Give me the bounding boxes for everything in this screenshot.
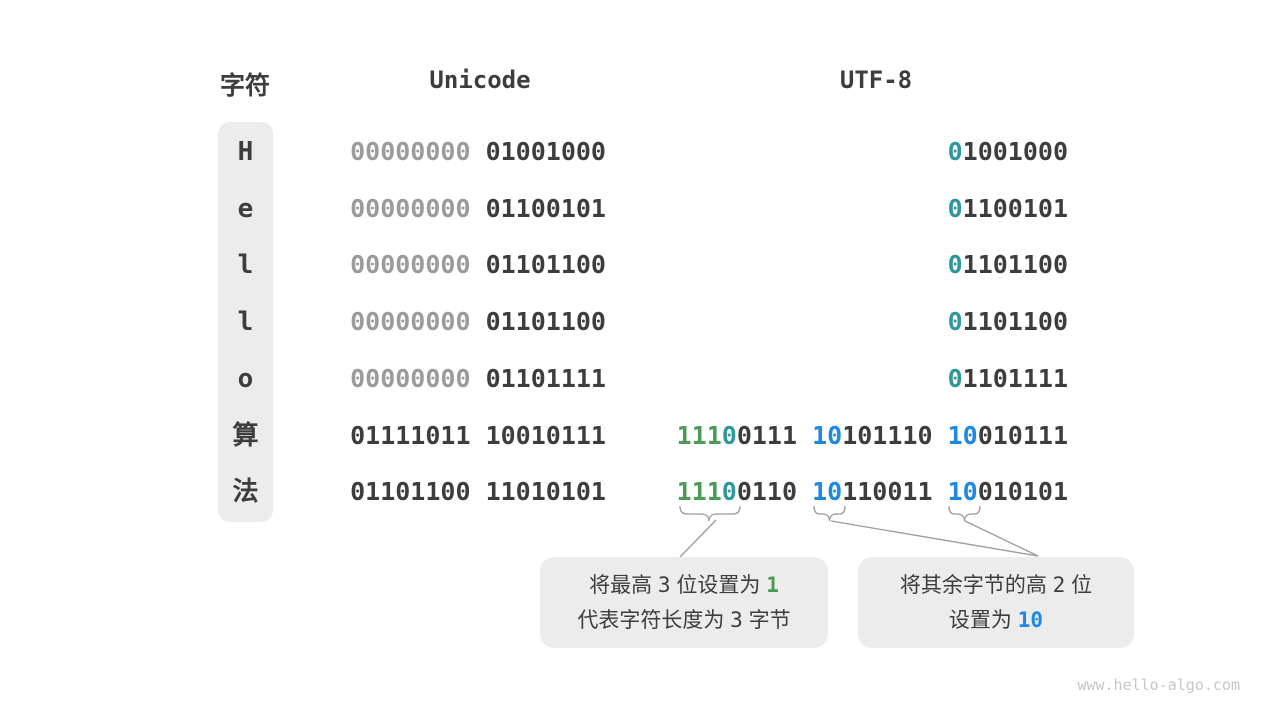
- character-label: e: [237, 193, 254, 224]
- bits: 010101: [977, 477, 1068, 507]
- column-header-character: 字符: [219, 72, 271, 100]
- bits: 1001000: [962, 137, 1068, 166]
- highlighted-bits: 111: [676, 420, 722, 450]
- character-column-background: [218, 122, 273, 522]
- character-label: H: [237, 137, 254, 167]
- bits: 设置为: [948, 608, 1018, 632]
- unicode-bytes: 00000000 01100101: [340, 193, 606, 225]
- bits: 01101100: [485, 250, 606, 280]
- connector-line-continuation-2: [964, 520, 1039, 557]
- utf8-bytes: 01101111: [640, 363, 1068, 395]
- character-label: 算: [232, 420, 259, 451]
- character-label: o: [237, 363, 254, 394]
- bits: 01101111: [485, 363, 606, 393]
- bits: 00000000: [350, 363, 471, 393]
- highlighted-bits: 0: [947, 363, 963, 393]
- bits: 1101100: [962, 307, 1068, 337]
- utf8-bytes: 01101100: [640, 249, 1068, 281]
- bits: 01001000: [485, 137, 606, 166]
- highlighted-bits: 0: [721, 477, 737, 507]
- highlighted-bits: 10: [947, 477, 978, 507]
- bits: 3: [657, 572, 671, 597]
- highlighted-bits: 111: [676, 477, 722, 507]
- column-header-unicode: Unicode: [429, 66, 531, 94]
- highlighted-bits: 0: [947, 250, 963, 280]
- utf8-bytes: 01001000: [640, 136, 1068, 168]
- highlighted-bits: 10: [812, 420, 843, 450]
- utf8-bytes: 11100110 10110011 10010101: [640, 476, 1068, 508]
- bits: 位: [1065, 573, 1093, 597]
- unicode-bytes: 01101100 11010101: [340, 476, 606, 508]
- highlighted-bits: 10: [812, 477, 843, 507]
- unicode-bytes: 00000000 01101100: [340, 249, 606, 281]
- bits: 00000000: [350, 193, 471, 223]
- underbrace-continuation-1: [813, 505, 846, 522]
- bits: 010111: [977, 420, 1068, 450]
- bits: 1101100: [962, 250, 1068, 280]
- bits: 00000000: [350, 250, 471, 280]
- callout-text-line: 将最高 3 位设置为 1: [589, 568, 779, 603]
- bits: 3: [730, 607, 743, 632]
- bits: 101110: [842, 420, 933, 450]
- utf8-bytes: 01100101: [640, 193, 1068, 225]
- bits: 10010111: [485, 420, 606, 450]
- callout-text-line: 设置为 10: [949, 603, 1043, 638]
- bits: 00000000: [350, 137, 471, 166]
- highlighted-bits: 0: [947, 307, 963, 337]
- highlighted-bits: 0: [947, 137, 963, 166]
- character-label: l: [237, 307, 254, 338]
- bits: 00000000: [350, 307, 471, 337]
- utf8-bytes: 01101100: [640, 306, 1068, 338]
- bits: 2: [1052, 572, 1066, 597]
- bits: 0110: [736, 477, 798, 507]
- highlighted-bits: 10: [947, 420, 978, 450]
- bits: 01101100: [350, 477, 471, 507]
- bits: 01111011: [350, 420, 471, 450]
- highlighted-bits: 1: [766, 572, 779, 597]
- bits: 1101111: [962, 363, 1068, 393]
- connector-line-leading: [679, 519, 717, 558]
- bits: 1100101: [962, 193, 1068, 223]
- character-label: l: [237, 250, 254, 281]
- unicode-bytes: 01111011 10010111: [340, 420, 606, 452]
- callout-continuation-byte-note: 将其余字节的高 2 位设置为 10: [858, 557, 1134, 648]
- bits: 字节: [742, 608, 791, 632]
- callout-text-line: 代表字符长度为 3 字节: [577, 603, 790, 638]
- bits: 位设置为: [670, 573, 767, 597]
- character-label: 法: [232, 477, 259, 508]
- unicode-bytes: 00000000 01101100: [340, 306, 606, 338]
- bits: 110011: [842, 477, 933, 507]
- utf8-bytes: 11100111 10101110 10010111: [640, 420, 1068, 452]
- bits: 0111: [736, 420, 798, 450]
- watermark-url: www.hello-algo.com: [1077, 676, 1240, 694]
- highlighted-bits: 0: [721, 420, 737, 450]
- unicode-bytes: 00000000 01001000: [340, 136, 606, 168]
- bits: 11010101: [485, 477, 606, 507]
- bits: 01101100: [485, 307, 606, 337]
- bits: 代表字符长度为: [577, 608, 731, 632]
- highlighted-bits: 0: [947, 193, 963, 223]
- bits: 将最高: [589, 573, 658, 597]
- unicode-bytes: 00000000 01101111: [340, 363, 606, 395]
- underbrace-continuation-2: [948, 505, 981, 522]
- bits: 01100101: [485, 193, 606, 223]
- bits: 将其余字节的高: [899, 573, 1053, 597]
- underbrace-leading-bits: [679, 505, 741, 522]
- callout-text-line: 将其余字节的高 2 位: [900, 568, 1092, 603]
- highlighted-bits: 10: [1017, 607, 1044, 632]
- connector-line-continuation-1: [830, 520, 1039, 557]
- column-header-utf8: UTF-8: [839, 66, 913, 94]
